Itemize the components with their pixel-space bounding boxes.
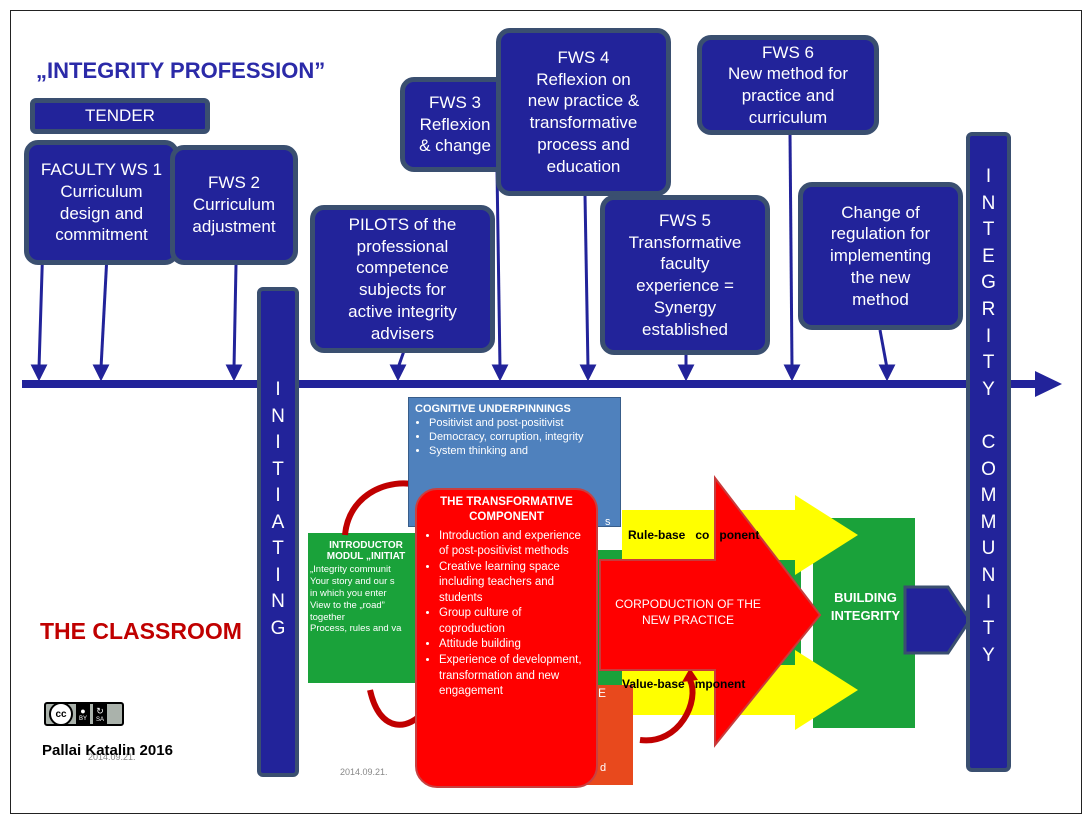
transformative-item: Experience of development, transformatio… bbox=[439, 653, 588, 700]
regulation-box: Change of regulation for implementing th… bbox=[798, 182, 963, 330]
connector-line bbox=[232, 264, 238, 369]
introductory-line: together bbox=[310, 611, 345, 623]
timeline-arrow-shaft bbox=[22, 380, 1037, 388]
red-curved-arrow-right bbox=[639, 678, 696, 744]
introductory-line: View to the „road” bbox=[310, 599, 385, 611]
date-overlay: 2014.09.21. bbox=[88, 752, 136, 762]
integrity-community-column: I N T E G R I T Y C O M M U N I T Y bbox=[966, 132, 1011, 772]
pilots-box: PILOTS of the professional competence su… bbox=[310, 205, 495, 353]
sa-icon: ↻SA bbox=[93, 704, 108, 724]
cognitive-item: Positivist and post-positivist bbox=[429, 417, 614, 431]
timeline-arrow-head bbox=[1035, 371, 1062, 397]
date-center: 2014.09.21. bbox=[340, 767, 388, 777]
transformative-list: Introduction and experience of post-posi… bbox=[425, 529, 588, 700]
faculty-ws1-box: FACULTY WS 1 Curriculum design and commi… bbox=[24, 140, 179, 265]
introductory-lines: „Integrity communit Your story and our s… bbox=[310, 564, 422, 635]
cc-license-badge: cc ●BY ↻SA bbox=[44, 702, 124, 726]
cognitive-title: COGNITIVE UNDERPINNINGS bbox=[415, 403, 571, 415]
fws3-box: FWS 3 Reflexion & change bbox=[400, 77, 510, 172]
introductory-module-box: INTRODUCTOR MODUL „INITIAT „Integrity co… bbox=[310, 540, 422, 680]
big-red-arrow bbox=[599, 475, 822, 748]
orange-letter: E bbox=[598, 686, 607, 700]
fws4-box: FWS 4 Reflexion on new practice & transf… bbox=[496, 28, 671, 196]
corpoduction-label: CORPODUCTION OF THE NEW PRACTICE bbox=[615, 597, 761, 627]
cognitive-tail: s bbox=[605, 516, 611, 527]
value-based-label: Value-base mponent bbox=[622, 677, 746, 691]
connector-line bbox=[583, 194, 590, 369]
transformative-title: THE TRANSFORMATIVE COMPONENT bbox=[440, 496, 573, 523]
cognitive-item: Democracy, corruption, integrity bbox=[429, 431, 614, 445]
navy-arrow-pentagon bbox=[903, 585, 972, 655]
transformative-item: Attitude building bbox=[439, 637, 588, 653]
connector-line bbox=[788, 132, 794, 369]
introductory-line: in which you enter bbox=[310, 587, 387, 599]
transformative-item: Group culture of coproduction bbox=[439, 606, 588, 637]
cc-icon: cc bbox=[49, 702, 73, 726]
cognitive-item: System thinking and bbox=[429, 445, 614, 459]
connector-line bbox=[99, 254, 109, 369]
introductory-line: „Integrity communit bbox=[310, 564, 391, 575]
classroom-title: THE CLASSROOM bbox=[40, 618, 242, 644]
introductory-title: INTRODUCTOR MODUL „INITIAT bbox=[326, 540, 406, 562]
by-icon: ●BY bbox=[76, 704, 91, 724]
connector-line bbox=[878, 329, 889, 369]
transformative-item: Introduction and experience of post-posi… bbox=[439, 529, 588, 560]
fws2-box: FWS 2 Curriculum adjustment bbox=[170, 145, 298, 265]
transformative-item: Creative learning space including teache… bbox=[439, 560, 588, 607]
rule-based-label: Rule-base co ponent bbox=[628, 528, 760, 542]
connector-line bbox=[495, 169, 502, 369]
fws5-box: FWS 5 Transformative faculty experience … bbox=[600, 195, 770, 355]
cognitive-list: Positivist and post-positivist Democracy… bbox=[415, 417, 614, 458]
building-integrity-label: BUILDING INTEGRITY bbox=[830, 590, 901, 624]
initiating-column: I N I T I A T I N G bbox=[257, 287, 299, 777]
introductory-line: Process, rules and va bbox=[310, 623, 402, 635]
introductory-line: Your story and our s bbox=[310, 575, 395, 587]
green-block-left bbox=[308, 533, 423, 683]
author-label: Pallai Katalin 2016 bbox=[42, 742, 173, 759]
orange-tail: d bbox=[600, 762, 607, 774]
transformative-component-box: THE TRANSFORMATIVE COMPONENT Introductio… bbox=[415, 488, 598, 788]
page-title: „INTEGRITY PROFESSION” bbox=[36, 58, 326, 83]
tender-box: TENDER bbox=[30, 98, 210, 134]
fws6-box: FWS 6 New method for practice and curric… bbox=[697, 35, 879, 135]
